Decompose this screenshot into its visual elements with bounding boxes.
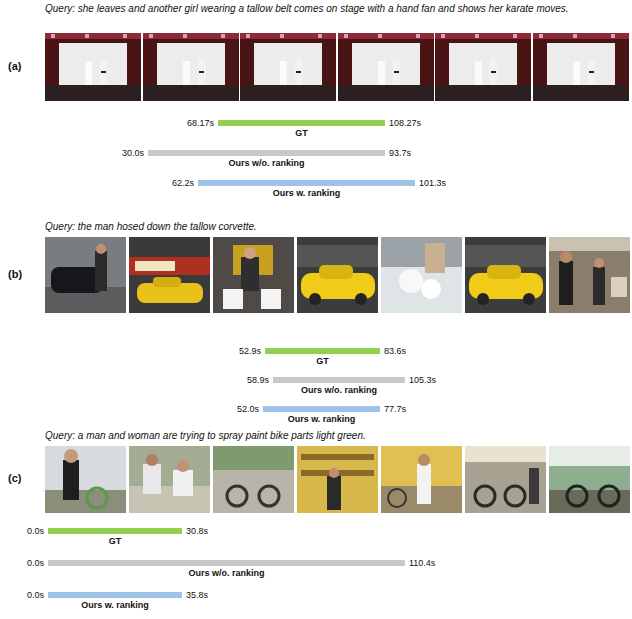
frame-shape [45,446,126,513]
timeline-bar: 62.2sOurs w. ranking101.3s [198,180,415,186]
frame-strip [45,446,630,513]
panel-tag: (c) [8,472,21,484]
time-value: 52.9s [239,346,261,356]
time-value: 0.0s [27,526,44,536]
time-value: 68.17s [187,118,214,128]
frame-shape [45,237,126,313]
time-value: 83.6s [384,346,406,356]
method-label: Ours w/o. ranking [301,385,377,395]
query-text: Query: she leaves and another girl weari… [45,3,620,15]
time-value: 101.3s [419,178,446,188]
frame-shape [143,33,239,101]
time-value: 0.0s [27,590,44,600]
timeline-bar: 0.0sOurs w/o. ranking110.4s [48,560,405,566]
frame-shape [213,237,294,313]
timeline-bar: 30.0sOurs w/o. ranking93.7s [148,150,385,156]
method-label: GT [316,356,329,366]
timeline-bar: 68.17sGT108.27s [218,120,385,126]
method-label: Ours w. ranking [81,600,149,610]
timeline-bar: 52.0sOurs w. ranking77.7s [263,406,380,412]
frame-shape [213,446,294,513]
time-value: 30.0s [122,148,144,158]
time-value: 108.27s [389,118,421,128]
method-label: Ours w. ranking [273,188,341,198]
timeline-bar: 52.9sGT83.6s [265,348,380,354]
frame-shape [381,446,462,513]
method-label: GT [295,128,308,138]
frame-shape [129,446,210,513]
time-value: 62.2s [172,178,194,188]
frame-shape [381,237,462,313]
frame-shape [549,446,630,513]
frame-shape [129,237,210,313]
frame-shape [45,33,141,101]
timeline-bar: 0.0sGT30.8s [48,528,182,534]
panel-tag: (a) [8,60,21,72]
frame-strip [45,33,629,101]
timeline-bar: 0.0sOurs w. ranking35.8s [48,592,182,598]
frame-shape [240,33,336,101]
method-label: Ours w. ranking [288,414,356,424]
frame-shape [297,237,378,313]
frame-shape [549,237,630,313]
time-value: 0.0s [27,558,44,568]
query-text: Query: the man hosed down the tallow cor… [45,221,620,233]
time-value: 110.4s [409,558,435,568]
method-label: GT [109,536,122,546]
frame-shape [465,237,546,313]
time-value: 58.9s [247,375,269,385]
time-value: 30.8s [186,526,208,536]
time-value: 77.7s [384,404,406,414]
frame-shape [533,33,629,101]
method-label: Ours w/o. ranking [189,568,265,578]
time-value: 35.8s [186,590,208,600]
method-label: Ours w/o. ranking [229,158,305,168]
query-text: Query: a man and woman are trying to spr… [45,430,620,442]
frame-strip [45,237,630,313]
panel-tag: (b) [8,268,22,280]
frame-shape [435,33,531,101]
time-value: 93.7s [389,148,411,158]
frame-shape [465,446,546,513]
time-value: 52.0s [237,404,259,414]
timeline-bar: 58.9sOurs w/o. ranking105.3s [273,377,405,383]
time-value: 105.3s [409,375,436,385]
frame-shape [338,33,434,101]
frame-shape [297,446,378,513]
